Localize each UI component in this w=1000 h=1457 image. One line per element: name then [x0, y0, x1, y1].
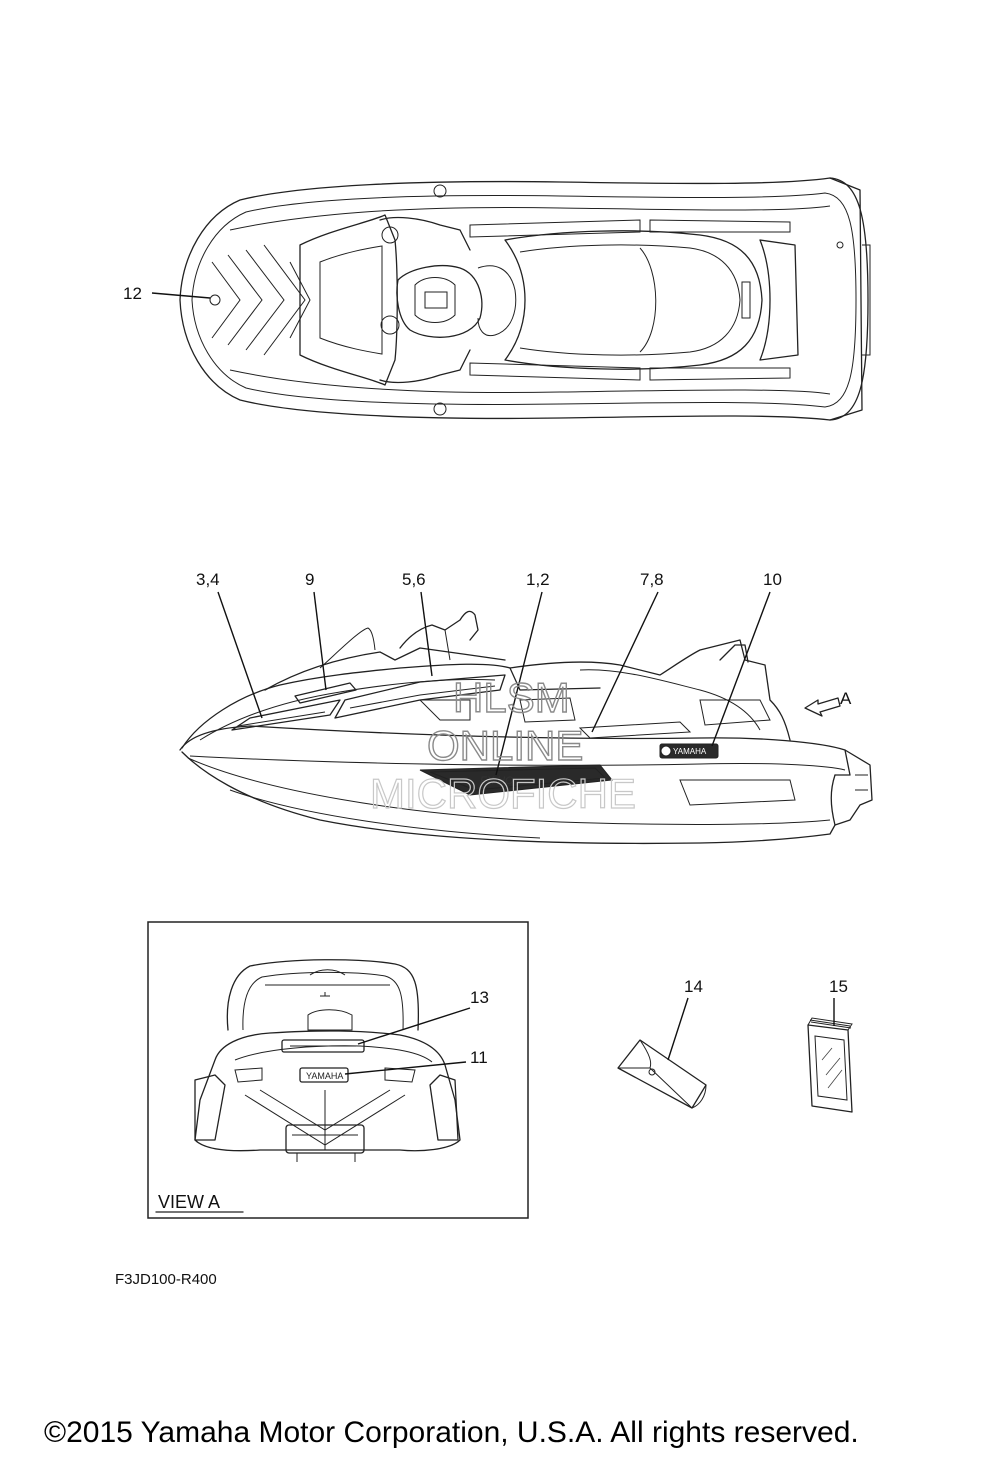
leader-line-9	[313, 591, 327, 691]
leader-line-11	[344, 1061, 467, 1075]
view-a-label: VIEW A	[158, 1192, 220, 1212]
view-a-frame	[147, 921, 529, 1219]
copyright-notice: ©2015 Yamaha Motor Corporation, U.S.A. A…	[44, 1416, 859, 1449]
callout-12: 12	[123, 284, 142, 303]
callout-15: 15	[829, 977, 848, 996]
watermark-line-1: HLSM	[453, 674, 570, 721]
callout-13: 13	[470, 988, 489, 1007]
leader-line-3-4	[217, 591, 263, 719]
svg-text:YAMAHA: YAMAHA	[673, 747, 707, 756]
callout-view-arrow-a: A	[840, 689, 852, 708]
leader-line-12	[151, 292, 211, 299]
diagram-code: F3JD100-R400	[115, 1271, 217, 1288]
leader-line-1-2	[495, 591, 543, 776]
leader-line-7-8	[591, 591, 659, 733]
part-15-document-bag	[807, 1017, 853, 1113]
side-view-watercraft: FX HO YAMAHA	[179, 610, 873, 845]
callout-14: 14	[684, 977, 703, 996]
callout-7-8: 7,8	[640, 570, 664, 589]
view-a-arrow-icon	[804, 697, 841, 717]
callout-10: 10	[763, 570, 782, 589]
callout-5-6: 5,6	[402, 570, 426, 589]
part-14-pouch	[617, 1039, 707, 1109]
callout-9: 9	[305, 570, 314, 589]
svg-text:YAMAHA: YAMAHA	[306, 1071, 343, 1081]
top-view-watercraft	[179, 177, 871, 421]
watermark-line-2: ONLINE	[427, 722, 583, 769]
callout-1-2: 1,2	[526, 570, 550, 589]
callout-3-4: 3,4	[196, 570, 220, 589]
leader-line-13	[357, 1007, 471, 1045]
callout-11: 11	[470, 1048, 488, 1067]
leader-line-5-6	[420, 591, 433, 677]
leader-line-14	[667, 997, 689, 1061]
leader-line-10	[711, 591, 771, 747]
view-a-rear-watercraft: YAMAHA	[194, 959, 461, 1162]
watermark: HLSM ONLINE MICROFICHE	[369, 673, 636, 817]
svg-text:FX HO: FX HO	[480, 775, 514, 787]
watermark-line-3: MICROFICHE	[370, 770, 636, 817]
